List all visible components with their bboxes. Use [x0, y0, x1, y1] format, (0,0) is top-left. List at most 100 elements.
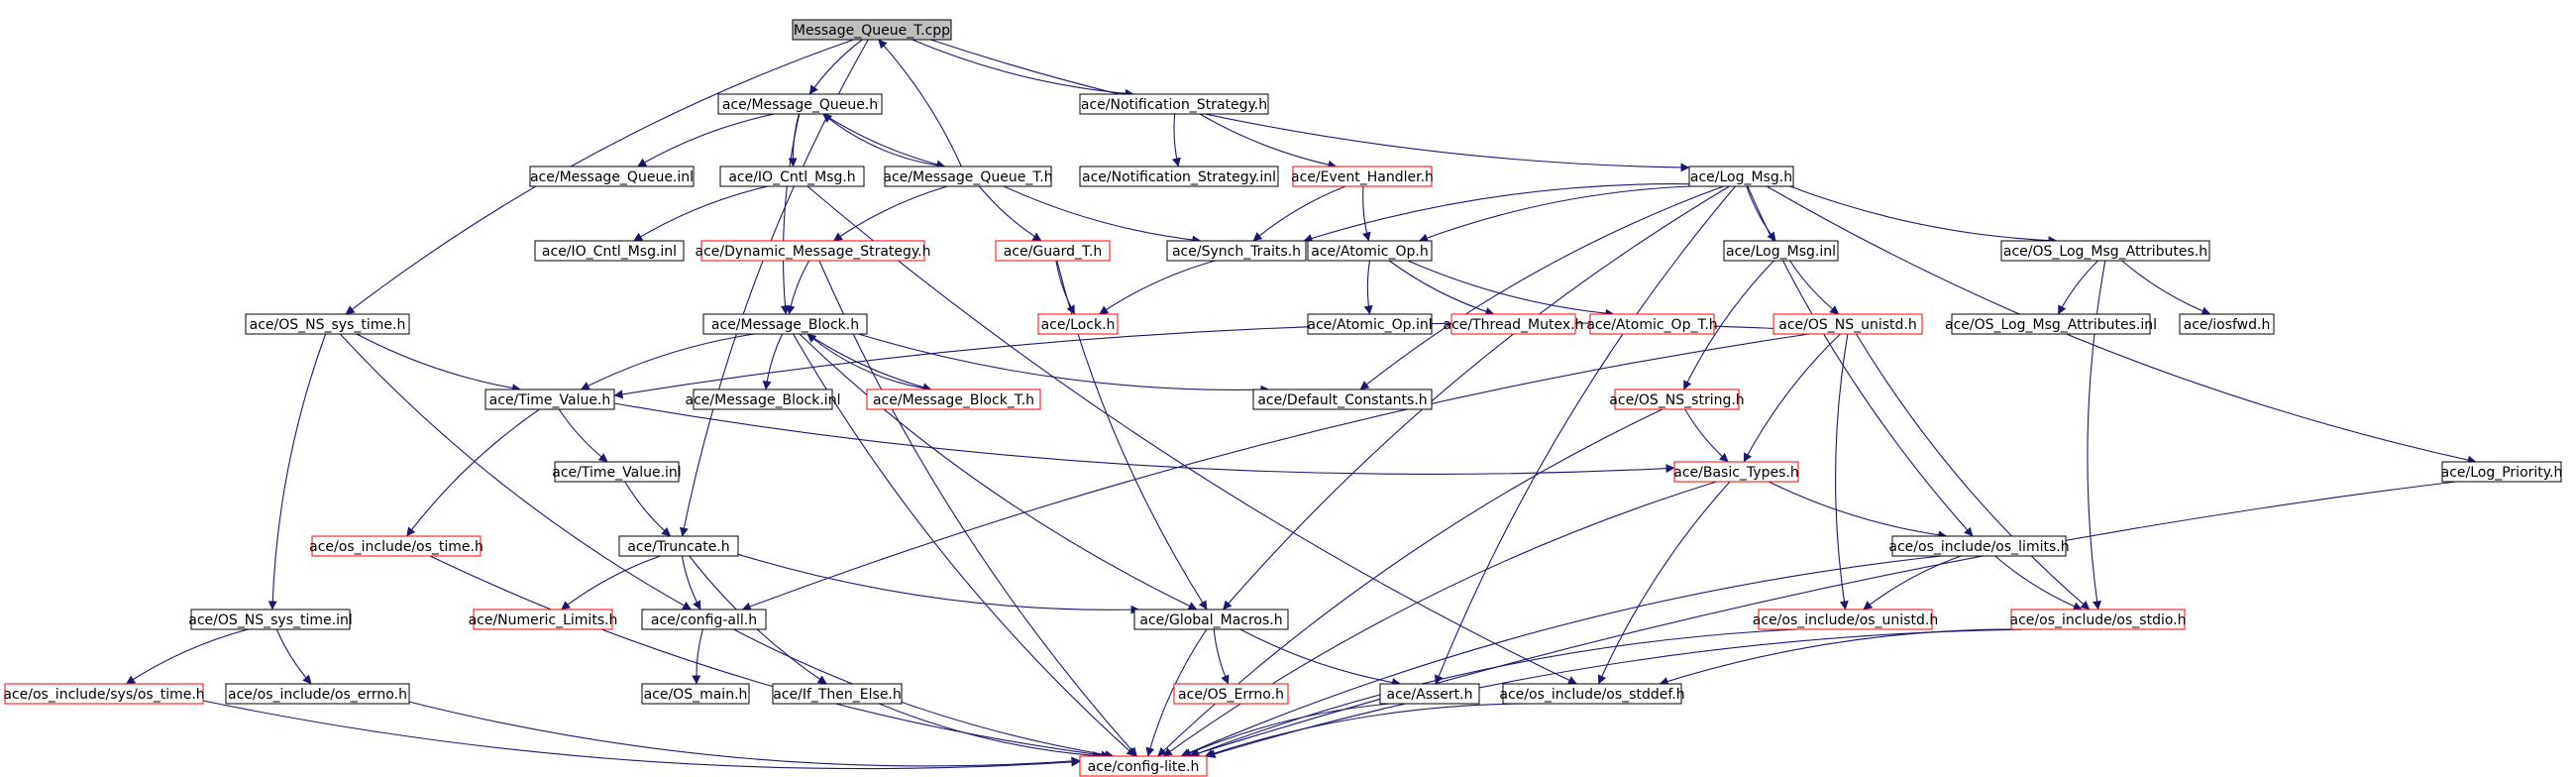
edge-path	[406, 408, 540, 537]
node-label: ace/Message_Block.inl	[686, 392, 841, 408]
node-box	[534, 240, 685, 262]
edge-path	[978, 185, 1042, 242]
node-box	[1688, 166, 1794, 187]
node-label: ace/Truncate.h	[627, 539, 729, 555]
edge-ns_h-to-evh_h	[1199, 113, 1338, 169]
edge-path	[408, 701, 1081, 767]
edge-osstddef_h-to-configlite_h	[1204, 703, 1531, 758]
node-basic_h[interactable]: ace/Basic_Types.h	[1673, 461, 1799, 483]
edge-path	[806, 333, 932, 390]
node-mb_inl[interactable]: ace/Message_Block.inl	[686, 388, 841, 410]
node-box	[1758, 609, 1933, 630]
node-box	[2010, 609, 2186, 630]
node-ifte_h[interactable]: ace/If_Then_Else.h	[772, 683, 903, 705]
edge-mq_h-to-mq_inl	[637, 113, 775, 167]
node-box	[1614, 388, 1740, 410]
node-numlim_h[interactable]: ace/Numeric_Limits.h	[469, 609, 618, 630]
node-label: ace/os_include/os_stddef.h	[1499, 687, 1684, 703]
node-oslma_h[interactable]: ace/OS_Log_Msg_Attributes.h	[2000, 240, 2210, 262]
node-oslimits_h[interactable]: ace/os_include/os_limits.h	[1888, 535, 2070, 557]
node-osunistd2_h[interactable]: ace/os_include/os_unistd.h	[1753, 609, 1938, 630]
node-defc_h[interactable]: ace/Default_Constants.h	[1252, 388, 1433, 410]
node-iosfwd_h[interactable]: ace/iosfwd.h	[2179, 313, 2275, 335]
edge-path	[345, 39, 854, 315]
node-label: ace/Notification_Strategy.h	[1081, 97, 1267, 113]
node-dms_h[interactable]: ace/Dynamic_Message_Strategy.h	[695, 240, 931, 262]
node-label: ace/config-all.h	[651, 612, 757, 628]
edge-root-to-ossys_h	[345, 39, 854, 315]
node-iocntl_inl[interactable]: ace/IO_Cntl_Msg.inl	[534, 240, 685, 262]
node-ossys_h[interactable]: ace/OS_NS_sys_time.h	[245, 313, 410, 335]
edge-path	[1162, 481, 1717, 757]
edge-path	[1747, 185, 1974, 537]
node-ossys_inl[interactable]: ace/OS_NS_sys_time.inl	[188, 609, 353, 630]
node-oslma_inl[interactable]: ace/OS_Log_Msg_Attributes.inl	[1945, 313, 2157, 335]
node-oserrno_h[interactable]: ace/os_include/os_errno.h	[225, 683, 410, 705]
node-atomicT_h[interactable]: ace/Atomic_Op_T.h	[1586, 313, 1718, 335]
edge-basic_h-to-oslimits_h	[1768, 481, 1948, 540]
edge-path	[681, 555, 701, 610]
node-osstdio_h[interactable]: ace/os_include/os_stdio.h	[2010, 609, 2187, 630]
node-ostime_h[interactable]: ace/os_include/os_time.h	[309, 535, 483, 557]
node-atomic_h[interactable]: ace/Atomic_Op.h	[1307, 240, 1433, 262]
edge-path	[1361, 185, 1371, 242]
node-evh_h[interactable]: ace/Event_Handler.h	[1291, 166, 1434, 187]
node-synch_h[interactable]: ace/Synch_Traits.h	[1166, 240, 1307, 262]
edge-oslma_h-to-iosfwd_h	[2121, 260, 2211, 315]
edge-dms_h-to-mb_h	[786, 260, 810, 315]
node-thmutex_h[interactable]: ace/Thread_Mutex.h	[1444, 313, 1584, 335]
node-oserr_h[interactable]: ace/OS_Errno.h	[1173, 683, 1289, 705]
edge-logmsg_h-to-assert_h	[1435, 185, 1736, 685]
node-gmacros_h[interactable]: ace/Global_Macros.h	[1133, 609, 1289, 630]
edge-mqt_h-to-mq_h	[822, 113, 945, 167]
node-mqt_h[interactable]: ace/Message_Queue_T.h	[883, 166, 1053, 187]
node-tv_h[interactable]: ace/Time_Value.h	[484, 388, 615, 410]
edge-path	[1190, 628, 1798, 758]
node-mbT_h[interactable]: ace/Message_Block_T.h	[866, 388, 1041, 410]
edge-mb_h-to-defc_h	[858, 333, 1270, 394]
edge-path	[1388, 260, 1495, 316]
node-box	[473, 609, 613, 630]
node-ns_h[interactable]: ace/Notification_Strategy.h	[1079, 93, 1269, 115]
node-atomic_inl[interactable]: ace/Atomic_Op.inl	[1307, 313, 1433, 335]
node-label: ace/OS_Errno.h	[1178, 687, 1284, 703]
edge-path	[126, 628, 249, 685]
node-ns_inl[interactable]: ace/Notification_Strategy.inl	[1079, 166, 1279, 187]
node-label: ace/Time_Value.h	[489, 392, 611, 408]
node-box	[1450, 313, 1576, 335]
node-guard_h[interactable]: ace/Guard_T.h	[995, 240, 1111, 262]
node-box	[641, 683, 750, 705]
node-osmain_h[interactable]: ace/OS_main.h	[641, 683, 750, 705]
node-logmsg_h[interactable]: ace/Log_Msg.h	[1688, 166, 1794, 187]
edge-trunc_h-to-numlim_h	[561, 555, 661, 610]
node-mb_h[interactable]: ace/Message_Block.h	[702, 313, 868, 335]
edge-gmacros_h-to-configlite_h	[1145, 628, 1208, 757]
edge-path	[822, 113, 945, 167]
edge-path	[1994, 555, 2083, 610]
node-label: ace/IO_Cntl_Msg.h	[728, 169, 855, 185]
node-mq_h[interactable]: ace/Message_Queue.h	[717, 93, 883, 115]
node-label: ace/Thread_Mutex.h	[1444, 317, 1584, 333]
node-osstddef_h[interactable]: ace/os_include/os_stddef.h	[1499, 683, 1685, 705]
edge-path	[1659, 628, 2031, 686]
node-osunistd_h[interactable]: ace/OS_NS_unistd.h	[1772, 313, 1923, 335]
node-syst_h[interactable]: ace/os_include/sys/os_time.h	[3, 683, 205, 705]
node-tv_inl[interactable]: ace/Time_Value.inl	[552, 461, 682, 483]
node-iocntl_h[interactable]: ace/IO_Cntl_Msg.h	[719, 166, 865, 187]
edge-atomic_h-to-thmutex_h	[1388, 260, 1495, 316]
node-lock_h[interactable]: ace/Lock.h	[1037, 313, 1119, 335]
node-label: ace/OS_NS_sys_time.h	[250, 317, 406, 333]
edge-path	[2057, 260, 2098, 315]
node-logmsg_inl[interactable]: ace/Log_Msg.inl	[1723, 240, 1839, 262]
edge-gmacros_h-to-oserr_h	[1213, 628, 1230, 685]
node-configall_h[interactable]: ace/config-all.h	[641, 609, 767, 630]
node-assert_h[interactable]: ace/Assert.h	[1379, 683, 1480, 705]
node-box	[4, 683, 204, 705]
node-trunc_h[interactable]: ace/Truncate.h	[618, 535, 739, 557]
node-mq_inl[interactable]: ace/Message_Queue.inl	[529, 166, 695, 187]
node-configlite_h[interactable]: ace/config-lite.h	[1079, 755, 1208, 777]
edge-osunistd_h-to-configall_h	[741, 333, 1810, 611]
node-logprio_h[interactable]: ace/Log_Priority.h	[2441, 461, 2563, 483]
node-osstring_h[interactable]: ace/OS_NS_string.h	[1609, 388, 1745, 410]
edge-path	[1789, 185, 2058, 246]
